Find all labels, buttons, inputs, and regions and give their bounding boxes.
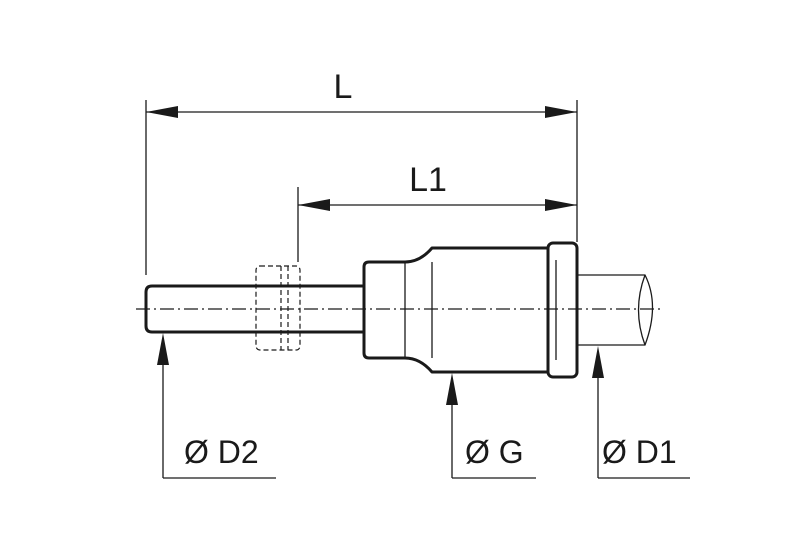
phantom-ring-outer — [255, 265, 301, 351]
arrowhead-l-left — [146, 106, 178, 118]
leader-d1: Ø D1 — [592, 346, 690, 479]
body-housing — [362, 246, 550, 374]
label-l1: L1 — [409, 161, 447, 199]
leader-d2: Ø D2 — [157, 333, 276, 479]
tube — [577, 274, 654, 346]
arrowhead-l-right — [545, 106, 577, 118]
tube-cut-edge — [637, 274, 646, 346]
dimension-l: L — [146, 68, 577, 118]
arrowhead-d1 — [592, 346, 604, 378]
phantom-ring — [255, 265, 301, 351]
arrowhead-l1-left — [298, 199, 330, 211]
leader-g: Ø G — [446, 373, 536, 479]
label-d1: Ø D1 — [602, 434, 677, 470]
arrowhead-d2 — [157, 333, 169, 365]
arrowhead-l1-right — [545, 199, 577, 211]
label-d2: Ø D2 — [184, 434, 259, 470]
extension-lines — [145, 100, 578, 275]
release-collet — [546, 241, 579, 379]
dimension-l1: L1 — [298, 161, 577, 211]
label-g: Ø G — [465, 434, 524, 470]
arrowhead-g — [446, 373, 458, 405]
label-l: L — [334, 68, 353, 106]
fitting-body — [144, 241, 654, 379]
